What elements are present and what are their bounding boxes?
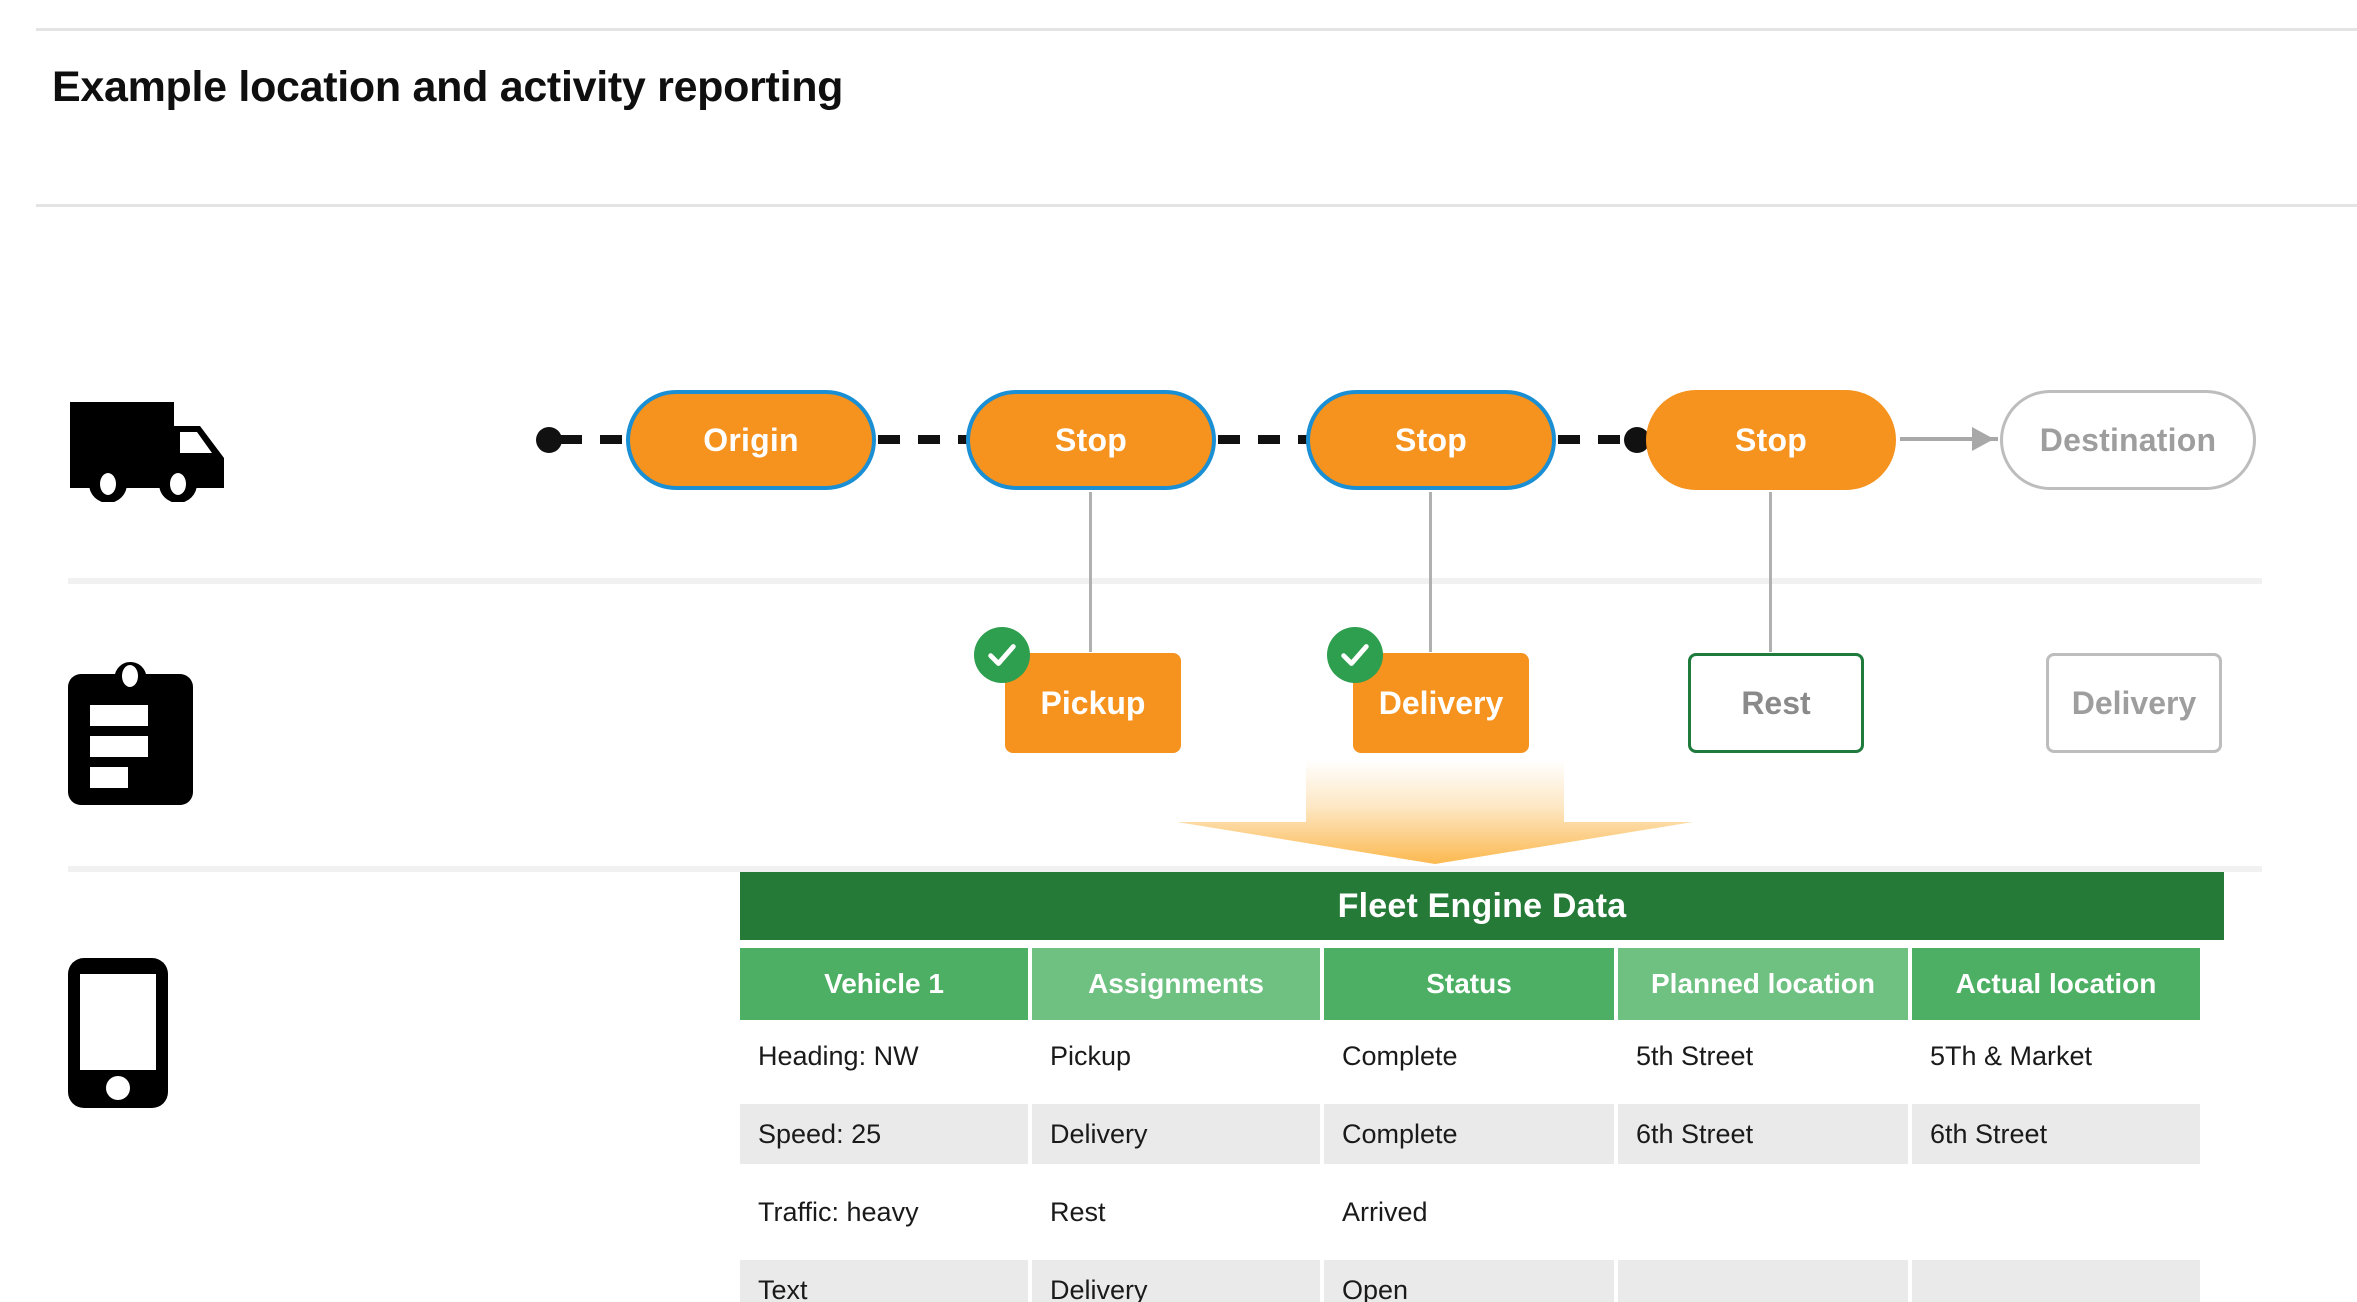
section-divider-vehicle-activity (68, 578, 2262, 584)
route-stop-label: Stop (1395, 421, 1467, 458)
route-stop-label: Origin (703, 421, 799, 458)
row-spacer (740, 1242, 2224, 1260)
fleet-engine-data-table: Fleet Engine Data Vehicle 1 Assignments … (740, 872, 2224, 1302)
cell-status: Open (1324, 1260, 1614, 1302)
route-start-dot (536, 427, 562, 453)
cell-actual-location: 6th Street (1912, 1104, 2200, 1164)
column-header-vehicle: Vehicle 1 (740, 948, 1028, 1020)
table-row: Text Delivery Open (740, 1260, 2224, 1302)
route-arrow-head-icon (1972, 427, 1994, 451)
data-flow-arrow-icon (1177, 760, 1693, 864)
route-stop-label: Stop (1055, 421, 1127, 458)
cell-assignment: Delivery (1032, 1104, 1320, 1164)
route-mid-dot (1624, 427, 1650, 453)
activity-pickup[interactable]: Pickup (1005, 653, 1181, 753)
connector-stop1-pickup (1089, 492, 1092, 652)
cell-planned-location (1618, 1260, 1908, 1302)
column-header-status: Status (1324, 948, 1614, 1020)
header-divider-top (36, 28, 2357, 31)
route-stop-3[interactable]: Stop (1646, 390, 1896, 490)
cell-actual-location (1912, 1182, 2200, 1242)
route-stop-label: Stop (1735, 421, 1807, 458)
cell-vehicle: Traffic: heavy (758, 1196, 919, 1227)
activity-label: Delivery (2071, 684, 2197, 721)
route-stop-origin[interactable]: Origin (626, 390, 876, 490)
phone-icon (68, 958, 168, 1108)
route-dash-4 (1558, 435, 1630, 444)
route-stop-destination[interactable]: Destination (2000, 390, 2256, 490)
status-complete-check-icon (974, 627, 1030, 683)
row-spacer (740, 1164, 2224, 1182)
cell-actual-location (1912, 1260, 2200, 1302)
table-row: Heading: NW Pickup Complete 5th Street 5… (740, 1026, 2224, 1086)
cell-vehicle: Speed: 25 (740, 1104, 1028, 1164)
status-complete-check-icon (1327, 627, 1383, 683)
cell-assignment: Pickup (1050, 1040, 1132, 1071)
route-dash-2 (878, 435, 968, 444)
cell-vehicle: Text (740, 1260, 1028, 1302)
cell-status: Complete (1324, 1104, 1614, 1164)
table-body: Heading: NW Pickup Complete 5th Street 5… (740, 1026, 2224, 1302)
table-row: Speed: 25 Delivery Complete 6th Street 6… (740, 1104, 2224, 1164)
activity-label: Rest (1741, 684, 1811, 721)
truck-icon (70, 402, 224, 502)
table-title: Fleet Engine Data (740, 872, 2224, 940)
cell-planned-location: 5th Street (1636, 1040, 1754, 1071)
cell-vehicle: Heading: NW (758, 1040, 919, 1071)
activity-label: Pickup (1040, 684, 1146, 721)
table-header-row: Vehicle 1 Assignments Status Planned loc… (740, 948, 2224, 1020)
activity-label: Delivery (1378, 684, 1504, 721)
route-dash-1 (560, 435, 632, 444)
column-header-assignments: Assignments (1032, 948, 1320, 1020)
row-spacer (740, 1086, 2224, 1104)
column-header-planned-location: Planned location (1618, 948, 1908, 1020)
route-arrow-shaft (1900, 437, 1998, 441)
cell-actual-location: 5Th & Market (1930, 1040, 2093, 1071)
connector-stop2-delivery (1429, 492, 1432, 652)
activity-rest[interactable]: Rest (1688, 653, 1864, 753)
section-divider-activity-data (68, 866, 2262, 872)
activity-delivery-pending[interactable]: Delivery (2046, 653, 2222, 753)
route-dash-3 (1218, 435, 1308, 444)
column-header-actual-location: Actual location (1912, 948, 2200, 1020)
clipboard-icon (68, 661, 193, 805)
cell-assignment: Delivery (1032, 1260, 1320, 1302)
cell-status: Complete (1342, 1040, 1458, 1071)
route-stop-2[interactable]: Stop (1306, 390, 1556, 490)
cell-planned-location: 6th Street (1618, 1104, 1908, 1164)
activity-delivery[interactable]: Delivery (1353, 653, 1529, 753)
cell-status: Arrived (1342, 1196, 1428, 1227)
header-divider-bottom (36, 204, 2357, 207)
table-row: Traffic: heavy Rest Arrived (740, 1182, 2224, 1242)
cell-assignment: Rest (1050, 1196, 1106, 1227)
route-stop-1[interactable]: Stop (966, 390, 1216, 490)
cell-planned-location (1618, 1182, 1908, 1242)
route-stop-label: Destination (2039, 421, 2217, 458)
page-title: Example location and activity reporting (52, 63, 844, 111)
connector-stop3-rest (1769, 492, 1772, 652)
